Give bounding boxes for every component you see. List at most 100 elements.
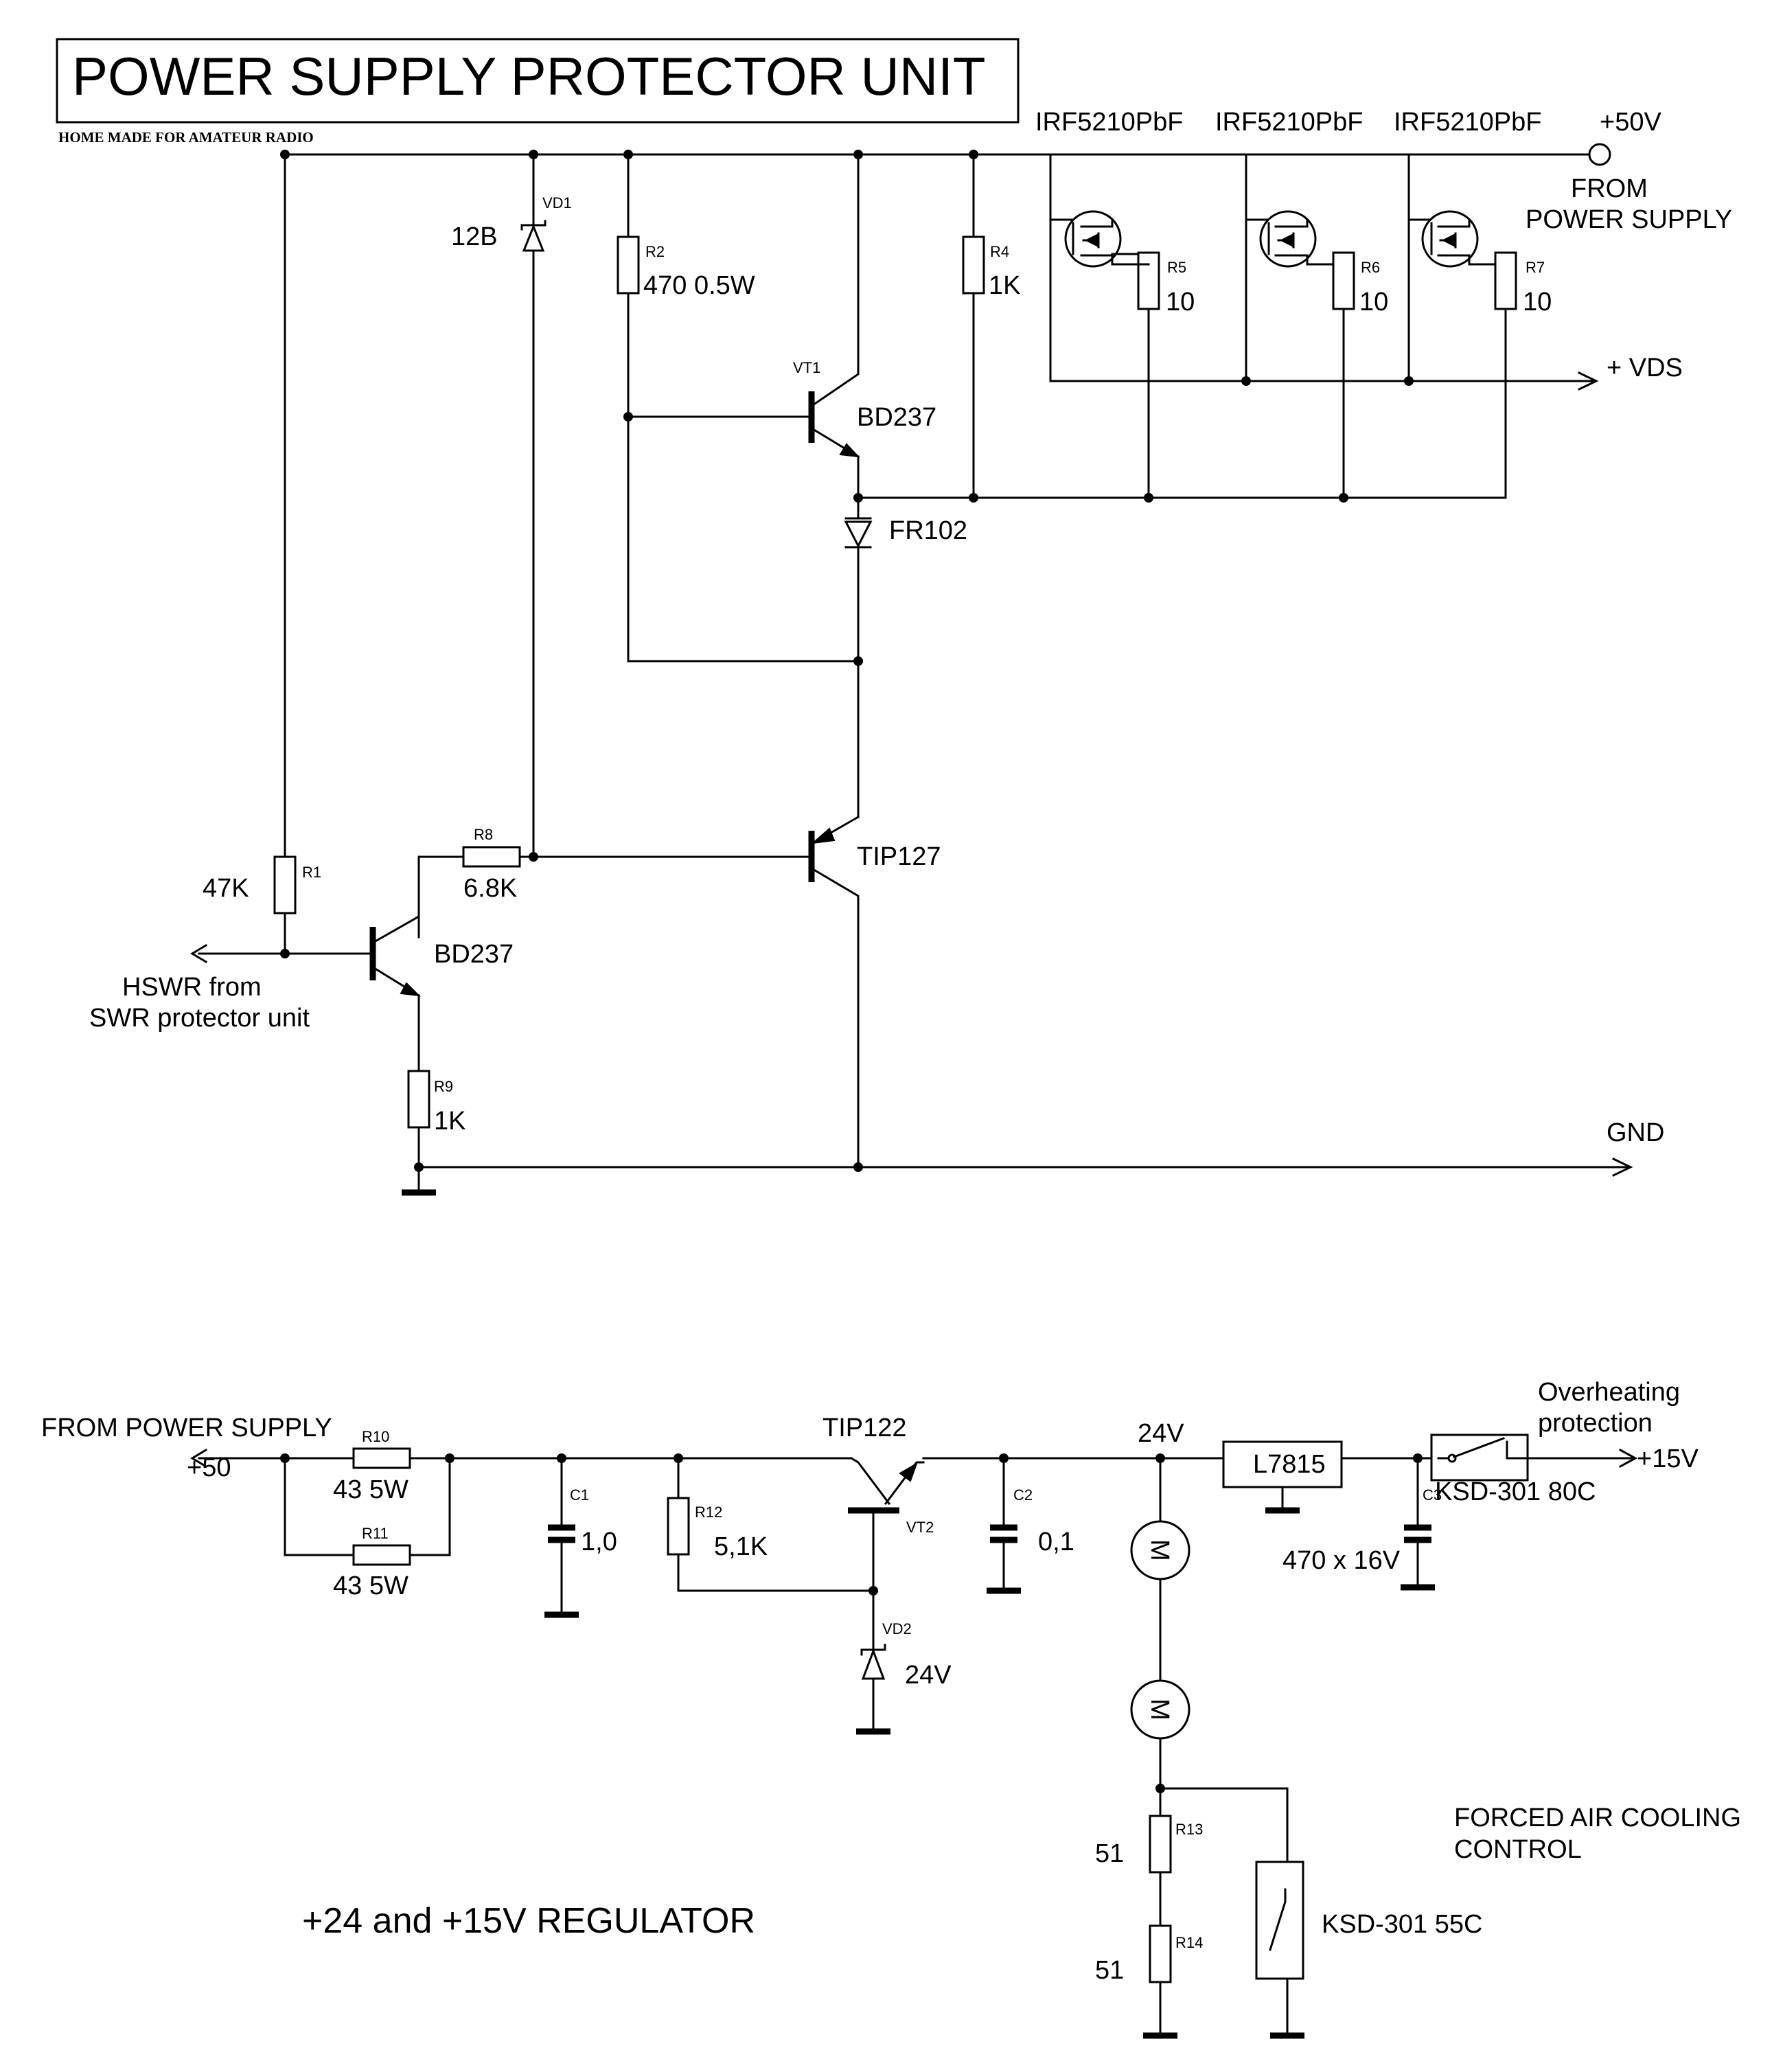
vt1-ref: VT1	[793, 359, 820, 376]
r5-ref: R5	[1167, 259, 1186, 276]
r9-ref: R9	[434, 1078, 453, 1095]
transistor-input-bd237	[190, 914, 421, 1072]
thermal-switch-55c	[1159, 1787, 1304, 2039]
resistor-r1	[273, 150, 297, 955]
input-label: FROM POWER SUPPLY	[41, 1414, 332, 1442]
diode-fr102	[844, 496, 873, 818]
motor-2-symbol: M	[1145, 1699, 1174, 1720]
page-subtitle: HOME MADE FOR AMATEUR RADIO	[58, 129, 314, 146]
r1-value: 47K	[203, 874, 249, 903]
mosfet-3-part-label: IRF5210PbF	[1394, 108, 1541, 137]
vds-label: + VDS	[1607, 354, 1683, 382]
transistor-vt1	[627, 150, 863, 503]
resistor-r9	[407, 1070, 430, 1194]
r14-ref: R14	[1175, 1934, 1203, 1951]
supply-voltage-label: +50V	[1600, 108, 1661, 137]
positive-rail	[284, 143, 1611, 166]
r12-ref: R12	[695, 1504, 722, 1521]
capacitor-c1	[544, 1453, 579, 1618]
gate-resistor-bus	[853, 493, 1507, 503]
node-24v-label: 24V	[1138, 1419, 1184, 1448]
r2-ref: R2	[645, 243, 665, 260]
mosfet-1-part-label: IRF5210PbF	[1035, 108, 1183, 137]
vt2-ref: VT2	[906, 1519, 934, 1536]
zener-vd1	[520, 150, 546, 862]
regulator-heading: +24 and +15V REGULATOR	[302, 1901, 755, 1941]
r1-ref: R1	[302, 864, 321, 881]
r11-ref: R11	[362, 1525, 389, 1542]
resistor-r14	[1143, 1924, 1177, 2039]
c1-ref: C1	[570, 1486, 589, 1504]
resistor-r8	[417, 846, 535, 939]
resistor-r12	[667, 1453, 878, 1596]
input-transistor-part: BD237	[434, 940, 514, 969]
transistor-vt2	[848, 1456, 1162, 1649]
transistor-tip127	[532, 815, 860, 1169]
r6-value: 10	[1359, 288, 1388, 316]
hswr-label-1: HSWR from	[122, 973, 262, 1002]
resistor-r7	[1468, 251, 1517, 499]
r11-value: 43 5W	[333, 1572, 409, 1600]
r6-ref: R6	[1361, 259, 1380, 276]
r10-ref: R10	[362, 1428, 389, 1445]
r5-value: 10	[1166, 288, 1195, 316]
r13-ref: R13	[1175, 1821, 1203, 1838]
page-title: POWER SUPPLY PROTECTOR UNIT	[72, 46, 986, 106]
vt1-part: BD237	[857, 403, 936, 432]
resistor-r2	[617, 150, 860, 663]
r9-value: 1K	[434, 1107, 465, 1136]
vd1-ref: VD1	[542, 194, 572, 211]
resistor-r11	[352, 1453, 454, 1566]
mosfet-3	[1407, 153, 1479, 382]
ground-line	[402, 1157, 1633, 1196]
regulator-input-wiring	[190, 1448, 355, 1556]
capacitor-c3	[1401, 1453, 1435, 1591]
r7-value: 10	[1523, 288, 1552, 316]
from-power-supply-label-2: POWER SUPPLY	[1526, 205, 1732, 234]
c1-value: 1,0	[581, 1528, 617, 1556]
resistor-r5	[1111, 251, 1160, 499]
capacitor-c2	[987, 1453, 1021, 1594]
resistor-r4	[962, 150, 985, 499]
l7815-label: L7815	[1253, 1450, 1326, 1479]
cooling-label-1: FORCED AIR COOLING	[1454, 1804, 1741, 1832]
cooling-label-2: CONTROL	[1454, 1835, 1582, 1864]
tip127-part: TIP127	[857, 842, 941, 871]
fan-motor-2	[1130, 1679, 1190, 1817]
from-power-supply-label-1: FROM	[1571, 174, 1648, 203]
thermo-55c-label: KSD-301 55C	[1322, 1910, 1482, 1939]
c2-ref: C2	[1013, 1486, 1033, 1504]
gnd-label: GND	[1607, 1118, 1664, 1147]
fr102-part: FR102	[889, 516, 967, 545]
r4-value: 1K	[989, 271, 1020, 300]
r12-value: 5,1K	[714, 1532, 768, 1561]
fan-motor-1	[1130, 1457, 1190, 1682]
r13-value: 51	[1095, 1839, 1124, 1868]
r4-ref: R4	[990, 243, 1009, 260]
vd2-value: 24V	[905, 1661, 952, 1690]
resistor-r10	[352, 1447, 853, 1469]
resistor-r6	[1306, 251, 1355, 499]
zener-vd2	[856, 1644, 890, 1735]
r8-value: 6.8K	[463, 874, 517, 903]
r8-ref: R8	[474, 826, 493, 843]
hswr-label-2: SWR protector unit	[89, 1004, 310, 1033]
r7-ref: R7	[1526, 259, 1545, 276]
mosfet-2-part-label: IRF5210PbF	[1215, 108, 1363, 137]
thermal-switch-80c	[1430, 1434, 1638, 1482]
overheat-label-1: Overheating	[1538, 1378, 1680, 1407]
output-15v-label: +15V	[1637, 1444, 1699, 1473]
r2-value: 470 0.5W	[643, 271, 755, 300]
r14-value: 51	[1095, 1956, 1124, 1985]
c3-value: 470 x 16V	[1282, 1546, 1401, 1575]
c3-ref: C3	[1423, 1486, 1442, 1504]
r10-value: 43 5W	[333, 1475, 409, 1504]
resistor-r13	[1149, 1784, 1172, 1927]
vds-output-line	[1049, 371, 1599, 391]
c2-value: 0,1	[1038, 1528, 1074, 1556]
vd2-ref: VD2	[882, 1620, 912, 1637]
overheat-label-2: protection	[1538, 1409, 1653, 1438]
mosfet-1	[1049, 153, 1122, 382]
vt2-part: TIP122	[822, 1414, 907, 1442]
